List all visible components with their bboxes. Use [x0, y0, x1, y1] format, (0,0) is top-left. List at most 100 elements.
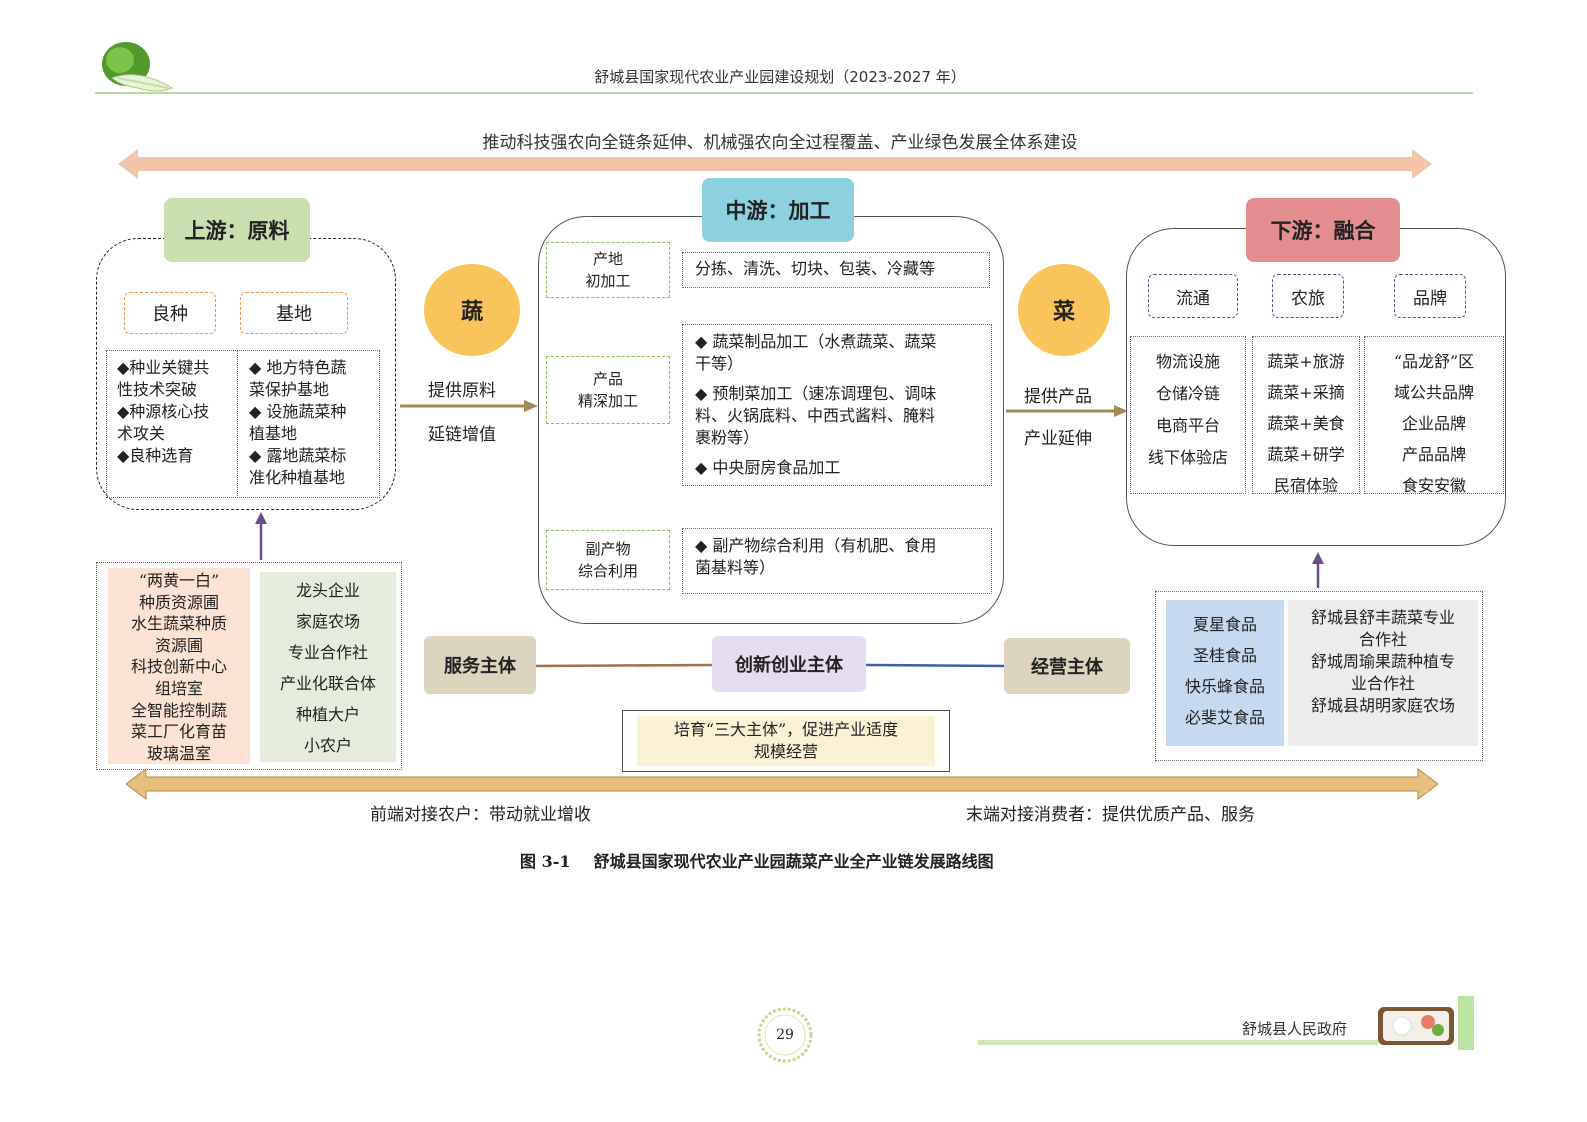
list-item: 业合作社 [1350, 674, 1415, 693]
header-logo-icon [98, 38, 176, 94]
footer-divider [978, 1040, 1378, 1045]
list-item: 蔬菜+美食 [1267, 414, 1345, 433]
enterprise-list: 夏星食品 圣桂食品 快乐蜂食品 必斐艾食品 [1166, 600, 1284, 746]
bottom-double-arrow [126, 768, 1438, 800]
list-item: 夏星食品 [1192, 615, 1257, 634]
list-item: 种质资源圃 [138, 592, 219, 612]
upstream-content-box [106, 350, 380, 498]
midstream-label-byproduct: 副产物 综合利用 [546, 530, 670, 590]
page-header-title: 舒城县国家现代农业产业园建设规划（2023-2027 年） [594, 68, 966, 86]
up-arrow-left [255, 512, 267, 560]
circle-right-char: 菜 [1018, 264, 1110, 356]
list-item: 科技创新中心 [130, 657, 227, 677]
midstream-content-primary: 分拣、清洗、切块、包装、冷藏等 [682, 252, 990, 288]
list-item: 龙头企业 [295, 581, 360, 600]
list-item: 蔬菜+研学 [1267, 445, 1345, 464]
header-divider [95, 92, 1473, 94]
figure-caption-label: 图 3-1 [520, 852, 571, 871]
upstream-base-list: ◆ 地方特色蔬 菜保护基地 ◆ 设施蔬菜种 植基地 ◆ 露地蔬菜标 准化种植基地 [249, 357, 346, 489]
midstream-label-primary: 产地 初加工 [546, 242, 670, 298]
list-item: ◆良种选育 [117, 446, 194, 465]
figure-caption-text: 舒城县国家现代农业产业园蔬菜产业全产业链发展路线图 [593, 852, 994, 871]
subject-note: 培育“三大主体”，促进产业适度 规模经营 [637, 716, 935, 766]
midstream-content-byproduct: ◆ 副产物综合利用（有机肥、食用 菌基料等） [682, 528, 992, 594]
arrow-right [1006, 405, 1128, 417]
list-item: 线下体验店 [1147, 448, 1228, 467]
list-item: “品龙舒”区 [1393, 352, 1475, 371]
downstream-tag-agritourism: 农旅 [1272, 274, 1344, 318]
subject-note-box [622, 710, 950, 772]
arrow-left-label-1: 提供原料 [428, 381, 496, 401]
arrow-left [400, 400, 538, 412]
list-item: ◆ 设施蔬菜种 [249, 402, 347, 421]
list-item: 合作社 [1358, 630, 1407, 649]
list-item: 企业品牌 [1401, 414, 1466, 433]
downstream-tag-brand: 品牌 [1394, 274, 1466, 318]
top-double-arrow [118, 149, 1432, 179]
list-item: 小农户 [303, 736, 352, 755]
bottom-banner-right: 末端对接消费者：提供优质产品、服务 [966, 805, 1255, 825]
downstream-title: 下游：融合 [1246, 198, 1400, 262]
list-item: 专业合作社 [287, 643, 368, 662]
bottom-banner-left: 前端对接农户：带动就业增收 [370, 805, 591, 825]
upstream-title: 上游：原料 [164, 198, 310, 262]
list-item: 舒城县胡明家庭农场 [1310, 696, 1455, 715]
list-item: 玻璃温室 [146, 743, 211, 763]
up-arrow-right [1312, 552, 1324, 588]
downstream-tag-logistics: 流通 [1148, 274, 1238, 318]
list-item: 蔬菜+旅游 [1267, 352, 1345, 371]
upstream-tag-base: 基地 [240, 292, 348, 334]
list-item: 性技术突破 [117, 380, 198, 399]
list-item: 菜保护基地 [249, 380, 330, 399]
upstream-content-divider [237, 350, 239, 498]
downstream-agritourism-list: 蔬菜+旅游 蔬菜+采摘 蔬菜+美食 蔬菜+研学 民宿体验 [1252, 336, 1360, 495]
producer-list: 龙头企业 家庭农场 专业合作社 产业化联合体 种植大户 小农户 [260, 572, 396, 762]
upstream-tag-seed: 良种 [124, 292, 216, 334]
list-item: “两黄一白” [138, 571, 220, 590]
list-item: 水生蔬菜种质 [130, 614, 227, 634]
downstream-brand-list: “品龙舒”区 域公共品牌 企业品牌 产品品牌 食安安徽 [1364, 336, 1504, 495]
arrow-right-label-2: 产业延伸 [1024, 429, 1092, 449]
list-item: ◆种源核心技 [117, 402, 210, 421]
list-item: ◆ 地方特色蔬 [249, 358, 347, 377]
bottom-left-box [96, 562, 402, 770]
list-item: 植基地 [249, 424, 298, 443]
downstream-logistics-list: 物流设施 仓储冷链 电商平台 线下体验店 [1130, 336, 1246, 494]
list-item: 菜工厂化育苗 [130, 722, 227, 742]
list-item: 术攻关 [117, 424, 166, 443]
facility-list: “两黄一白” 种质资源圃 水生蔬菜种质 资源圃 科技创新中心 组培室 全智能控制… [108, 568, 250, 764]
list-item: 全智能控制蔬 [130, 700, 227, 720]
list-item: 种植大户 [295, 705, 360, 724]
list-item: 舒城县舒丰蔬菜专业 [1310, 608, 1455, 627]
footer-dish-icon [1376, 1004, 1456, 1048]
arrow-left-label-2: 延链增值 [428, 425, 496, 445]
list-item: 舒城周瑜果蔬种植专 [1310, 652, 1455, 671]
list-item: 组培室 [154, 678, 203, 698]
page-number: 29 [776, 1027, 794, 1043]
midstream-label-deep: 产品 精深加工 [546, 356, 670, 424]
top-banner-text: 推动科技强农向全链条延伸、机械强农向全过程覆盖、产业绿色发展全体系建设 [482, 133, 1078, 153]
list-item: 食安安徽 [1401, 476, 1466, 495]
list-item: 电商平台 [1155, 416, 1220, 435]
subject-operation: 经营主体 [1004, 638, 1130, 694]
subject-innovation: 创新创业主体 [712, 636, 866, 692]
upstream-seed-list: ◆种业关键共 性技术突破 ◆种源核心技 术攻关 ◆良种选育 [117, 357, 209, 467]
page-number-badge [756, 1006, 814, 1064]
list-item: ◆ 露地蔬菜标 [249, 446, 347, 465]
list-item: 仓储冷链 [1155, 384, 1220, 403]
footer-green-bar [1458, 996, 1474, 1050]
list-item: 资源圃 [154, 635, 203, 655]
list-item: 家庭农场 [295, 612, 360, 631]
list-item: ◆种业关键共 [117, 358, 210, 377]
list-item: 蔬菜+采摘 [1267, 383, 1345, 402]
bottom-right-box [1155, 591, 1483, 761]
list-item: 民宿体验 [1273, 476, 1338, 495]
list-item: 准化种植基地 [249, 468, 346, 487]
list-item: 产业化联合体 [279, 674, 376, 693]
list-item: 快乐蜂食品 [1184, 677, 1265, 696]
list-item: 物流设施 [1155, 352, 1220, 371]
midstream-title: 中游：加工 [702, 178, 854, 242]
footer-org: 舒城县人民政府 [1242, 1020, 1348, 1038]
list-item: 域公共品牌 [1393, 383, 1474, 402]
subject-service: 服务主体 [424, 636, 536, 694]
